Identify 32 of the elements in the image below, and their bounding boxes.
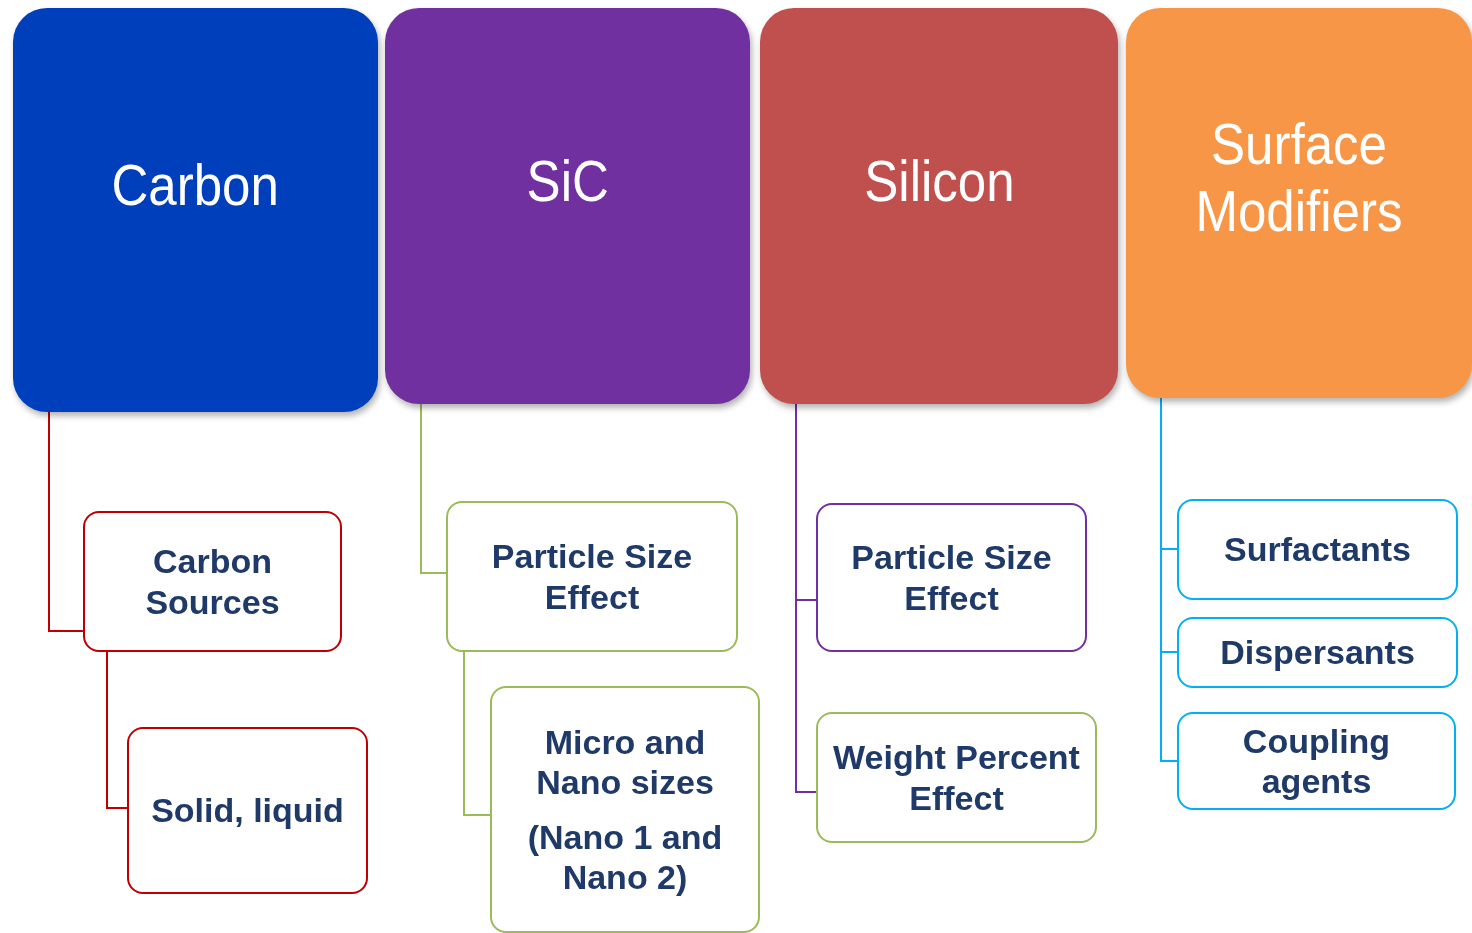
subtopic-box [1177,712,1456,810]
subtopic-box [1177,617,1458,688]
connector-line [463,651,491,816]
category-box [1126,8,1472,398]
category-box [385,8,750,404]
node-label: Surfactants [1223,529,1412,570]
connector-line [106,651,128,809]
node-label: Carbon Sources [144,541,281,622]
subtopic-box [816,712,1097,843]
node-label: Solid, liquid [151,790,344,831]
subtopic-box [490,686,760,933]
subtopic-box [83,511,342,652]
node-label: (Nano 1 and Nano 2) [526,816,724,897]
node-label: Carbon [111,151,280,219]
node-label: Surface Modifiers [1194,111,1404,245]
node-label: SiC [526,147,609,215]
subtopic-box [127,727,368,894]
connector-line [1160,397,1178,762]
node-label: Silicon [863,147,1015,215]
connector-line [420,403,447,574]
node-label: Weight Percent Effect [832,737,1081,818]
node-label: Micro and Nano sizes [535,722,715,803]
node-label: Particle Size Effect [490,536,694,617]
node-label: Coupling agents [1241,720,1392,802]
connector-line [48,411,84,632]
category-box [13,8,378,412]
category-box [760,8,1118,404]
subtopic-box [1177,499,1458,600]
node-label: Dispersants [1220,632,1415,673]
subtopic-box [446,501,738,652]
subtopic-box [816,503,1087,652]
node-label: Particle Size Effect [850,537,1053,618]
